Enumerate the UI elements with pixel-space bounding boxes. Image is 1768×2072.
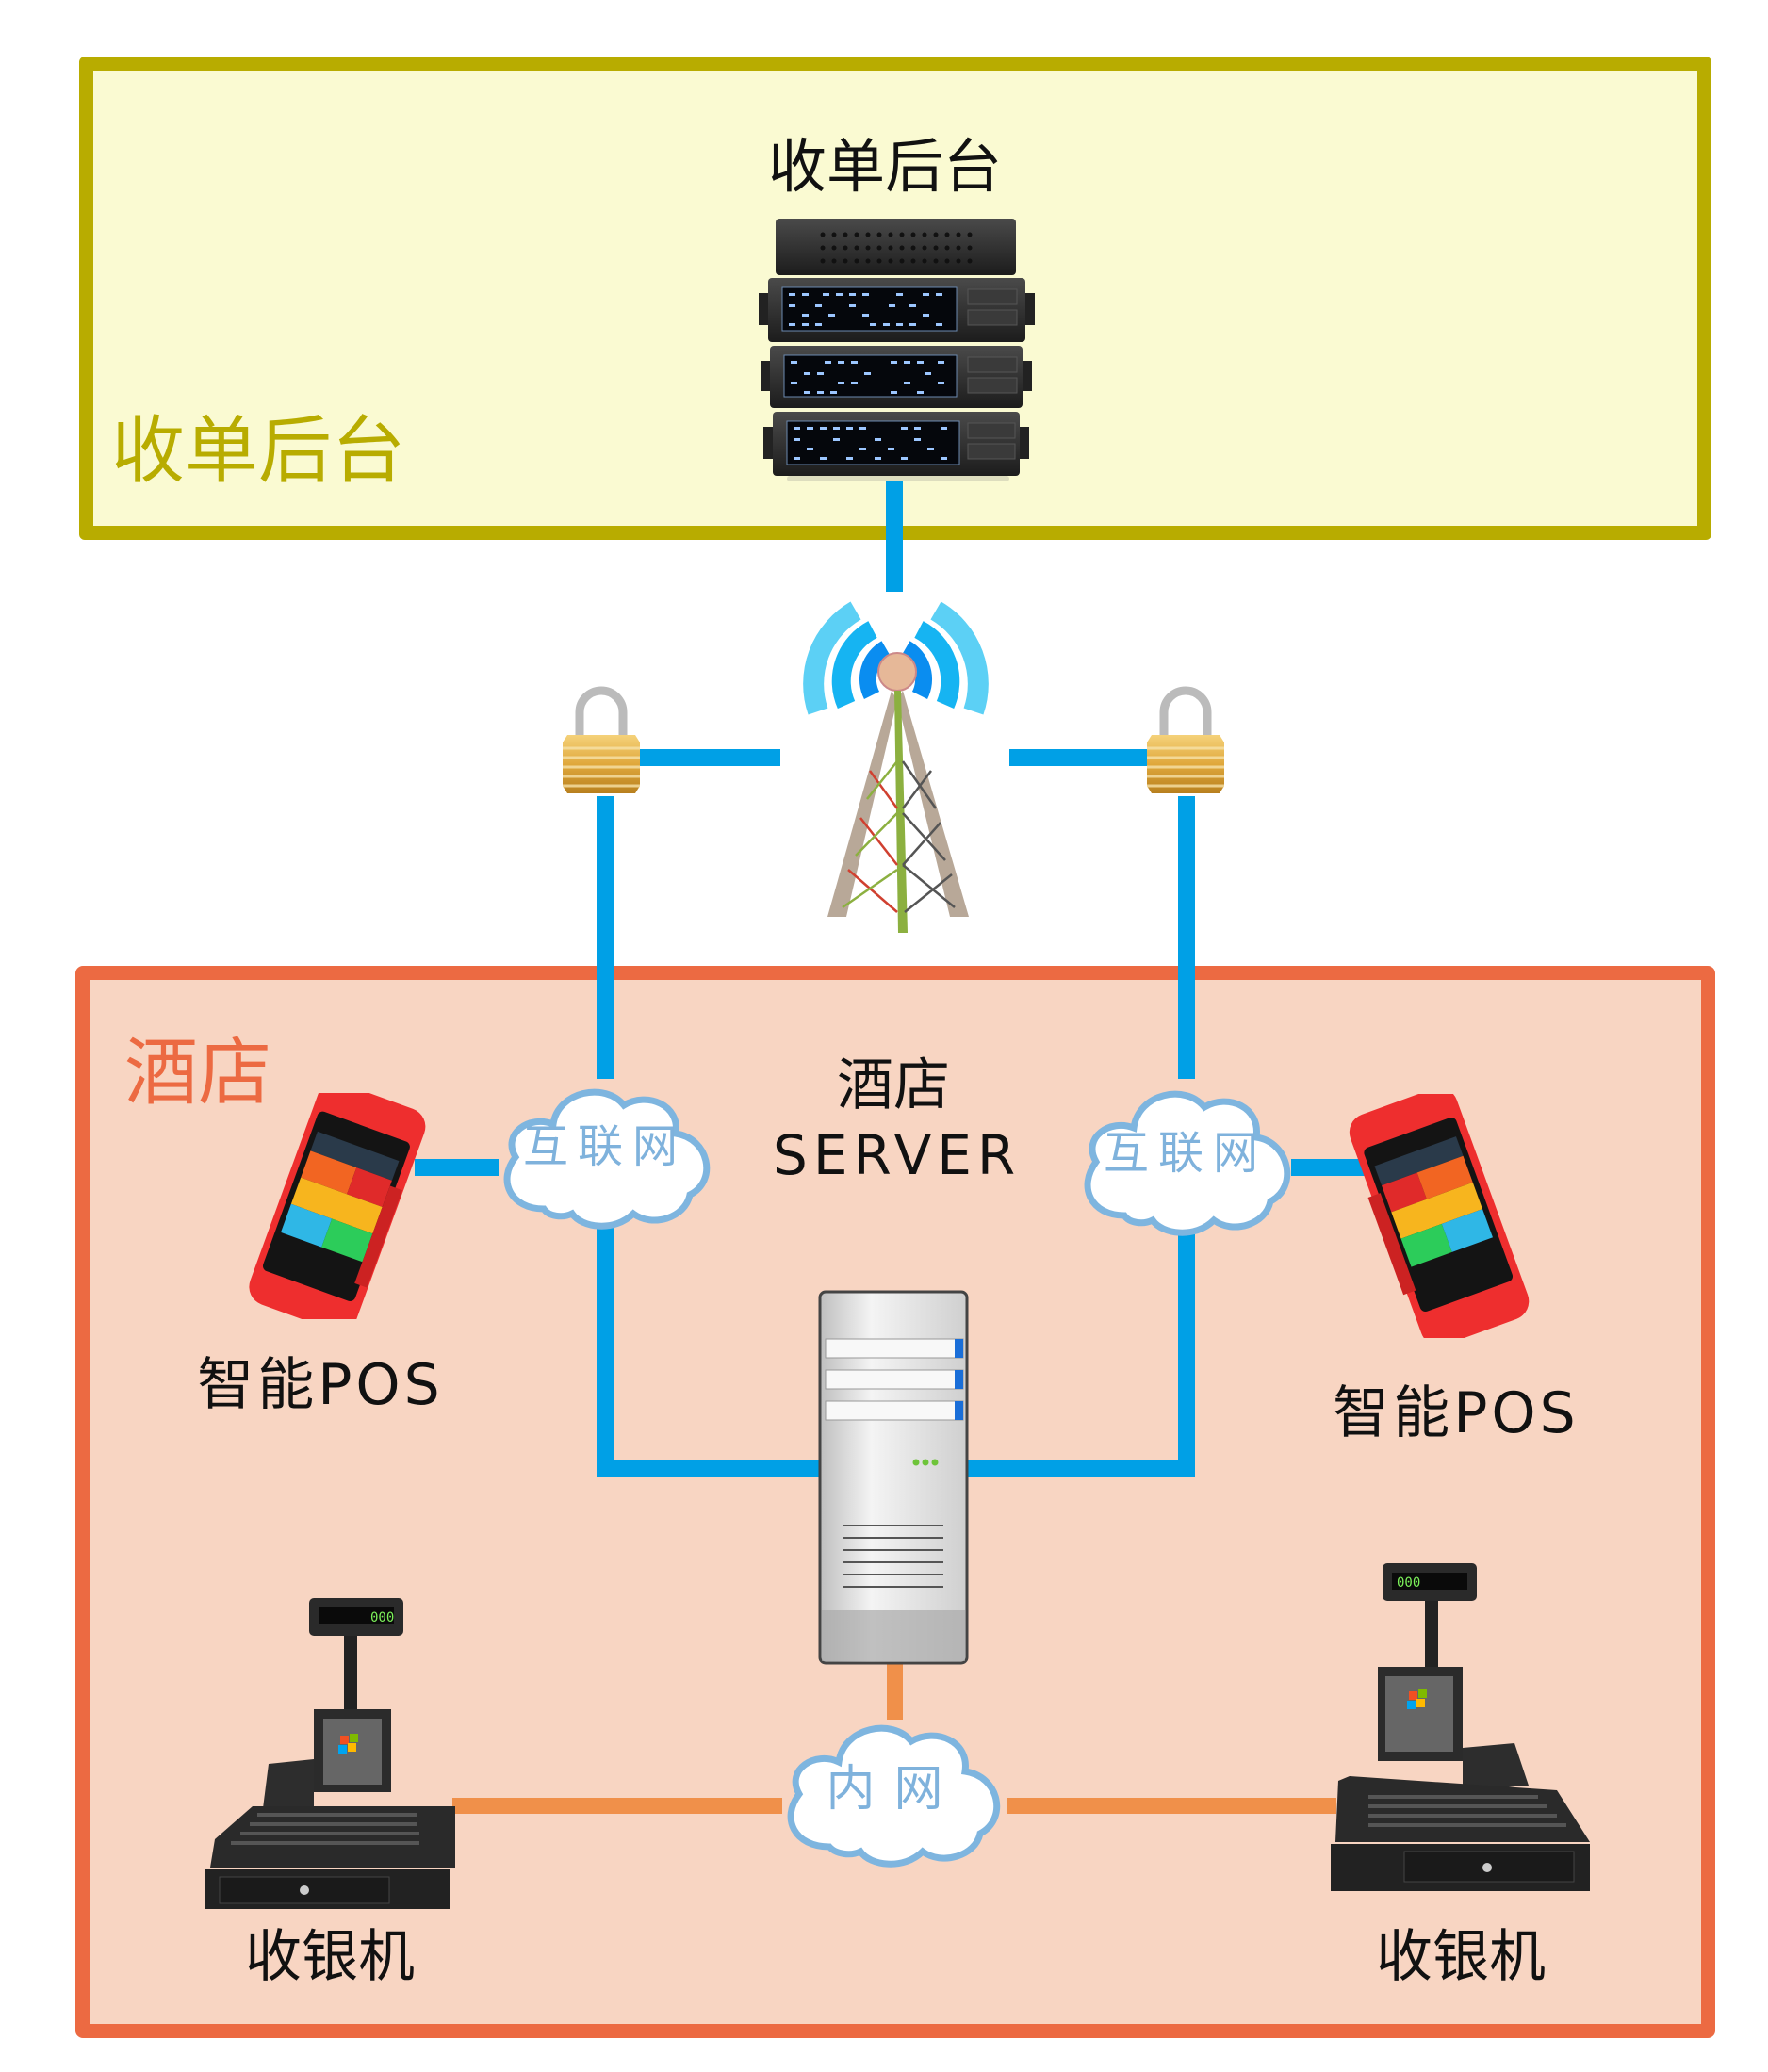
hotel-server-label-line2: SERVER [773,1123,1022,1187]
cloud-label: 互联网 [1103,1127,1268,1180]
cloud-internet-left[interactable]: 互联网 [492,1077,718,1230]
link-tower-lock-left [639,749,780,766]
tower-server-icon[interactable] [818,1290,969,1665]
cloud-icon [1084,1090,1291,1236]
link-intranet-register-left [452,1798,782,1814]
cash-register-icon[interactable]: 000 [1331,1559,1591,1894]
register-left-label: 收银机 [245,1924,415,1990]
link-lock-left-cloud [597,796,614,1079]
server-rack-icon[interactable] [759,214,1035,482]
signal-tower-icon [780,592,1011,933]
link-backend-tower [886,481,903,592]
cloud-intranet[interactable]: 内网 [778,1713,1010,1868]
svg-text:000: 000 [370,1610,394,1625]
link-server-intranet [887,1663,903,1720]
smart-pos-terminal-icon[interactable] [238,1093,434,1319]
cloud-label: 内网 [826,1761,962,1818]
cash-register-icon[interactable]: 000 [191,1594,455,1910]
padlock-icon [1147,682,1224,797]
svg-text:000: 000 [1397,1575,1420,1591]
zone-label-acquiring-backend: 收单后台 [111,409,406,494]
smart-pos-terminal-icon[interactable] [1345,1094,1536,1338]
cloud-label: 互联网 [522,1120,687,1173]
backend-server-label: 收单后台 [767,132,1002,201]
pos-left-label: 智能POS [197,1352,444,1418]
pos-right-label: 智能POS [1333,1380,1580,1446]
cloud-icon [503,1088,711,1230]
cloud-icon [787,1724,1001,1868]
register-right-label: 收银机 [1376,1924,1546,1990]
link-intranet-register-right [1007,1798,1336,1814]
link-cloud-right-server-h [966,1460,1195,1477]
link-cloud-right-server-v [1178,1234,1195,1477]
link-cloud-right-pos [1291,1159,1367,1176]
padlock-icon [563,682,640,797]
link-cloud-left-pos [415,1159,499,1176]
link-cloud-left-server-v [597,1225,614,1477]
link-lock-right-cloud [1178,796,1195,1079]
link-cloud-left-server-h [597,1460,823,1477]
cloud-internet-right[interactable]: 互联网 [1072,1079,1299,1237]
zone-label-hotel: 酒店 [124,1031,272,1116]
link-tower-lock-right [1009,749,1147,766]
hotel-server-label-line1: 酒店 [837,1052,950,1118]
